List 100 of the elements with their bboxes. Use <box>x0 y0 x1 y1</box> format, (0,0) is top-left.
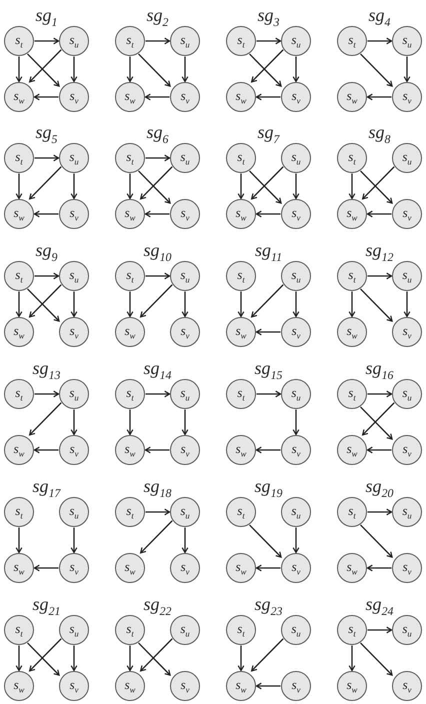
arrow <box>182 528 188 554</box>
arrow <box>368 390 392 398</box>
state-circle: s$_{u}$ <box>59 615 89 645</box>
arrow <box>70 410 78 436</box>
state-circle: s$_{u}$ <box>170 143 200 173</box>
state-circle: s$_{u}$ <box>59 379 89 409</box>
state-circle: s$_{u}$ <box>59 26 89 56</box>
state-circle: s$_{w}$ <box>226 435 256 465</box>
state-circle: s$_{v}$ <box>392 553 422 583</box>
arrow <box>146 390 170 398</box>
state-circle: s$_{u}$ <box>392 497 422 527</box>
state-circle: s$_{v}$ <box>170 671 200 701</box>
arrow <box>366 210 392 218</box>
state-circle: s$_{v}$ <box>281 553 311 583</box>
graph-label: sg$_{19}$ <box>254 477 282 495</box>
arrow <box>146 154 170 162</box>
state-circle: s$_{w}$ <box>226 199 256 229</box>
state-circle: s$_{w}$ <box>115 671 145 701</box>
state-circle: s$_{t}$ <box>115 261 145 291</box>
state-circle: s$_{u}$ <box>281 615 311 645</box>
state-circle: s$_{w}$ <box>337 671 367 701</box>
state-circle: s$_{t}$ <box>115 497 145 527</box>
state-circle: s$_{t}$ <box>337 26 367 56</box>
arrow <box>140 284 173 318</box>
graph-label: sg$_{12}$ <box>366 241 394 259</box>
graph-label: sg$_{24}$ <box>366 595 394 613</box>
arrow <box>126 410 134 436</box>
arrow <box>251 638 284 672</box>
state-circle: s$_{w}$ <box>4 199 34 229</box>
state-circle: s$_{t}$ <box>115 143 145 173</box>
graph-label: sg$_{21}$ <box>32 595 60 613</box>
arrow <box>144 94 170 100</box>
state-circle: s$_{t}$ <box>226 26 256 56</box>
state-circle: s$_{v}$ <box>59 199 89 229</box>
graph-label: sg$_{7}$ <box>258 123 280 141</box>
arrow <box>251 284 284 318</box>
state-circle: s$_{w}$ <box>115 199 145 229</box>
graph-label: sg$_{23}$ <box>254 595 282 613</box>
graph-label: sg$_{4}$ <box>368 6 390 24</box>
arrow <box>366 446 392 454</box>
state-circle: s$_{t}$ <box>4 26 34 56</box>
graph-label: sg$_{11}$ <box>255 241 282 259</box>
state-circle: s$_{t}$ <box>4 143 34 173</box>
arrow <box>34 38 60 44</box>
arrow <box>34 390 60 398</box>
state-circle: s$_{v}$ <box>170 553 200 583</box>
state-circle: s$_{u}$ <box>59 497 89 527</box>
state-circle: s$_{u}$ <box>392 143 422 173</box>
state-circle: s$_{t}$ <box>4 615 34 645</box>
graph-label: sg$_{22}$ <box>144 595 172 613</box>
state-circle: s$_{w}$ <box>115 317 145 347</box>
arrow <box>182 410 188 436</box>
arrow <box>70 174 78 200</box>
arrow <box>34 154 60 162</box>
state-circle: s$_{v}$ <box>392 435 422 465</box>
arrow <box>182 292 188 318</box>
arrow <box>256 390 282 398</box>
graph-label: sg$_{18}$ <box>144 477 172 495</box>
state-circle: s$_{t}$ <box>115 26 145 56</box>
arrow <box>138 53 171 87</box>
graph-label: sg$_{15}$ <box>254 359 282 377</box>
arrow <box>29 402 62 436</box>
arrow <box>292 528 300 554</box>
arrow <box>16 56 22 82</box>
state-circle: s$_{t}$ <box>226 615 256 645</box>
state-circle: s$_{w}$ <box>337 553 367 583</box>
state-circle: s$_{w}$ <box>4 435 34 465</box>
state-circle: s$_{u}$ <box>59 261 89 291</box>
state-circle: s$_{t}$ <box>337 143 367 173</box>
state-circle: s$_{w}$ <box>4 553 34 583</box>
graph-label: sg$_{10}$ <box>144 241 172 259</box>
arrow <box>360 53 393 87</box>
state-circle: s$_{w}$ <box>337 82 367 112</box>
arrow <box>360 288 393 322</box>
state-circle: s$_{w}$ <box>4 317 34 347</box>
state-circle: s$_{w}$ <box>226 317 256 347</box>
state-circle: s$_{v}$ <box>170 199 200 229</box>
arrow <box>29 166 62 200</box>
arrow <box>404 292 410 318</box>
arrow <box>404 56 410 82</box>
arrow <box>366 94 392 100</box>
arrow <box>348 292 356 318</box>
graph-label: sg$_{16}$ <box>366 359 394 377</box>
arrow <box>144 210 170 218</box>
graph-label: sg$_{5}$ <box>36 123 58 141</box>
arrow <box>70 292 78 318</box>
arrow <box>70 56 78 82</box>
state-circle: s$_{u}$ <box>281 143 311 173</box>
arrow <box>368 626 392 634</box>
state-circle: s$_{v}$ <box>392 317 422 347</box>
arrow <box>256 564 280 572</box>
state-circle: s$_{t}$ <box>226 261 256 291</box>
arrow <box>70 646 78 672</box>
state-circle: s$_{t}$ <box>226 379 256 409</box>
arrow <box>348 646 356 672</box>
state-circle: s$_{v}$ <box>170 317 200 347</box>
state-circle: s$_{v}$ <box>59 553 89 583</box>
graph-label: sg$_{17}$ <box>32 477 60 495</box>
state-circle: s$_{v}$ <box>170 435 200 465</box>
arrow <box>292 56 300 82</box>
